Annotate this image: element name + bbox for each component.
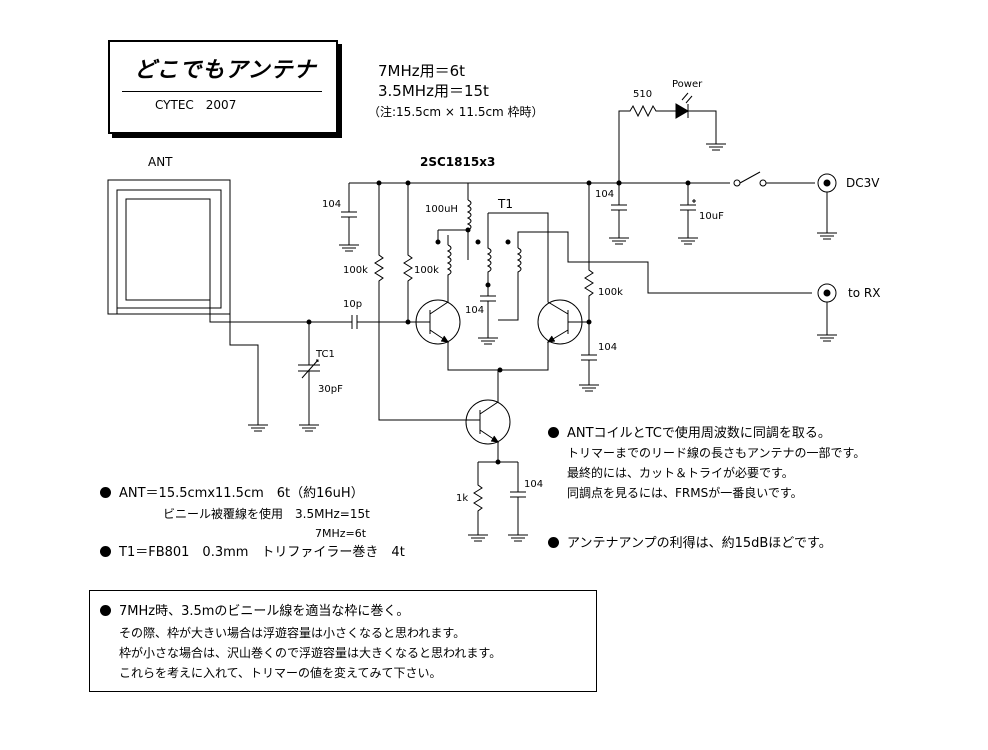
box-line1-text: 7MHz時、3.5mのビニール線を適当な枠に巻く。 xyxy=(119,604,410,619)
notes-box: 7MHz時、3.5mのビニール線を適当な枠に巻く。 その際、枠が大きい場合は浮遊… xyxy=(89,590,597,692)
title-underline xyxy=(122,91,322,92)
note-gain-text: アンテナアンプの利得は、約15dBほどです。 xyxy=(567,536,832,551)
note-frms: 同調点を見るには、FRMSが一番良いです。 xyxy=(567,486,803,500)
label-c10p: 10p xyxy=(343,299,363,310)
label-c30pf: 30pF xyxy=(318,384,343,395)
label-to-rx: to RX xyxy=(848,286,881,300)
spec-35mhz: 3.5MHz用＝15t xyxy=(378,82,489,100)
box-line4: これらを考えに入れて、トリマーの値を変えてみて下さい。 xyxy=(119,666,442,680)
label-l100uh: 100uH xyxy=(425,204,458,215)
note-ant-7mhz: 7MHz=6t xyxy=(315,527,367,540)
antenna-loop-coil xyxy=(107,179,352,323)
title-box: どこでもアンテナ CYTEC 2007 xyxy=(108,40,338,134)
spec-note: （注:15.5cm × 11.5cm 枠時） xyxy=(368,105,544,119)
label-r510: 510 xyxy=(633,89,653,100)
trimmer-capacitor-tc1 xyxy=(298,322,320,432)
resistor-100k-bias xyxy=(374,183,468,421)
label-power: Power xyxy=(672,79,703,90)
rx-connector xyxy=(817,283,837,342)
capacitor-104-bottom xyxy=(508,462,528,542)
box-line1: 7MHz時、3.5mのビニール線を適当な枠に巻く。 xyxy=(100,605,409,618)
bullet-icon xyxy=(100,605,111,616)
note-t1-text: T1＝FB801 0.3mm トリファイラー巻き 4t xyxy=(119,545,405,560)
title-text: どこでもアンテナ xyxy=(134,58,317,83)
label-c104-right: 104 xyxy=(598,342,618,353)
resistor-1k xyxy=(468,461,518,542)
ant-ground xyxy=(229,314,268,432)
note-ant: ANT＝15.5cmx11.5cm 6t（約16uH） xyxy=(100,487,364,500)
note-lead-wire: トリマーまでのリード線の長さもアンテナの一部です。 xyxy=(567,446,866,460)
label-t1: T1 xyxy=(498,197,513,211)
note-gain: アンテナアンプの利得は、約15dBほどです。 xyxy=(548,537,832,550)
label-c104-dc: 104 xyxy=(595,189,615,200)
label-c104-mid: 104 xyxy=(465,305,485,316)
capacitor-104-dc xyxy=(609,183,629,245)
label-r100k-b: 100k xyxy=(414,265,439,276)
transistor-q3 xyxy=(465,370,511,462)
bullet-icon xyxy=(548,427,559,438)
label-c104-left: 104 xyxy=(322,199,342,210)
note-ant-wire: ビニール被覆線を使用 3.5MHz=15t xyxy=(163,507,370,521)
note-t1: T1＝FB801 0.3mm トリファイラー巻き 4t xyxy=(100,546,405,559)
label-ant: ANT xyxy=(148,155,173,169)
dc3v-connector xyxy=(817,173,837,240)
capacitor-104-left xyxy=(339,183,359,252)
box-line3: 枠が小さな場合は、沢山巻くので浮遊容量は大きくなると思われます。 xyxy=(119,646,502,660)
label-c10uf: 10uF xyxy=(699,211,724,222)
resistor-100k-q2 xyxy=(584,183,594,355)
transistor-q2 xyxy=(500,299,589,371)
power-switch xyxy=(733,171,815,187)
resistor-100k-q1 xyxy=(403,183,413,322)
transformer-t1 xyxy=(437,212,812,321)
label-transistors: 2SC1815x3 xyxy=(420,155,496,169)
label-dc3v: DC3V xyxy=(846,176,880,190)
capacitor-10uf xyxy=(678,183,698,245)
box-line2: その際、枠が大きい場合は浮遊容量は小さくなると思われます。 xyxy=(119,626,466,640)
capacitor-104-middle xyxy=(478,285,498,345)
bullet-icon xyxy=(100,487,111,498)
inductor-100uh xyxy=(466,183,472,260)
bullet-icon xyxy=(548,537,559,548)
capacitor-104-right xyxy=(579,354,599,392)
spec-7mhz: 7MHz用＝6t xyxy=(378,62,466,80)
label-r1k: 1k xyxy=(456,493,469,504)
label-c104-bottom: 104 xyxy=(524,479,544,490)
label-r100k-a: 100k xyxy=(343,265,368,276)
bullet-icon xyxy=(100,546,111,557)
note-tuning-text: ANTコイルとTCで使用周波数に同調を取る。 xyxy=(567,426,831,441)
power-led-branch xyxy=(618,92,726,183)
label-tc1: TC1 xyxy=(316,349,335,360)
transistor-q1 xyxy=(415,280,500,371)
note-tuning: ANTコイルとTCで使用周波数に同調を取る。 xyxy=(548,427,831,440)
label-r100k-c: 100k xyxy=(598,287,623,298)
title-subtitle: CYTEC 2007 xyxy=(155,98,237,112)
note-ant-text: ANT＝15.5cmx11.5cm 6t（約16uH） xyxy=(119,486,364,501)
note-cut-try: 最終的には、カット＆トライが必要です。 xyxy=(567,466,794,480)
